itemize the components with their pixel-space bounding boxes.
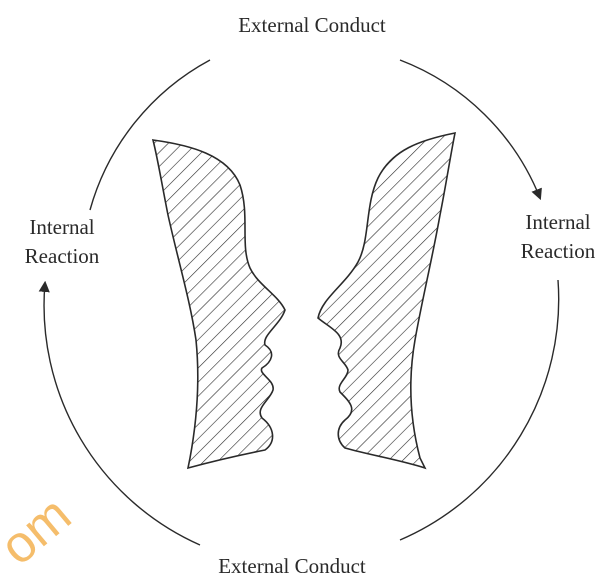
cycle-arc-bottom-to-left	[44, 283, 200, 545]
watermark: om	[0, 486, 82, 577]
bottom-label: External Conduct	[218, 554, 366, 577]
left-face-profile	[153, 140, 285, 468]
top-label: External Conduct	[238, 13, 386, 37]
right-label-line2: Reaction	[521, 239, 596, 263]
cycle-arc-right-to-bottom	[400, 280, 559, 540]
right-label-line1: Internal	[525, 210, 590, 234]
right-face-profile	[318, 133, 455, 468]
left-label-line2: Reaction	[25, 244, 100, 268]
left-label-line1: Internal	[29, 215, 94, 239]
